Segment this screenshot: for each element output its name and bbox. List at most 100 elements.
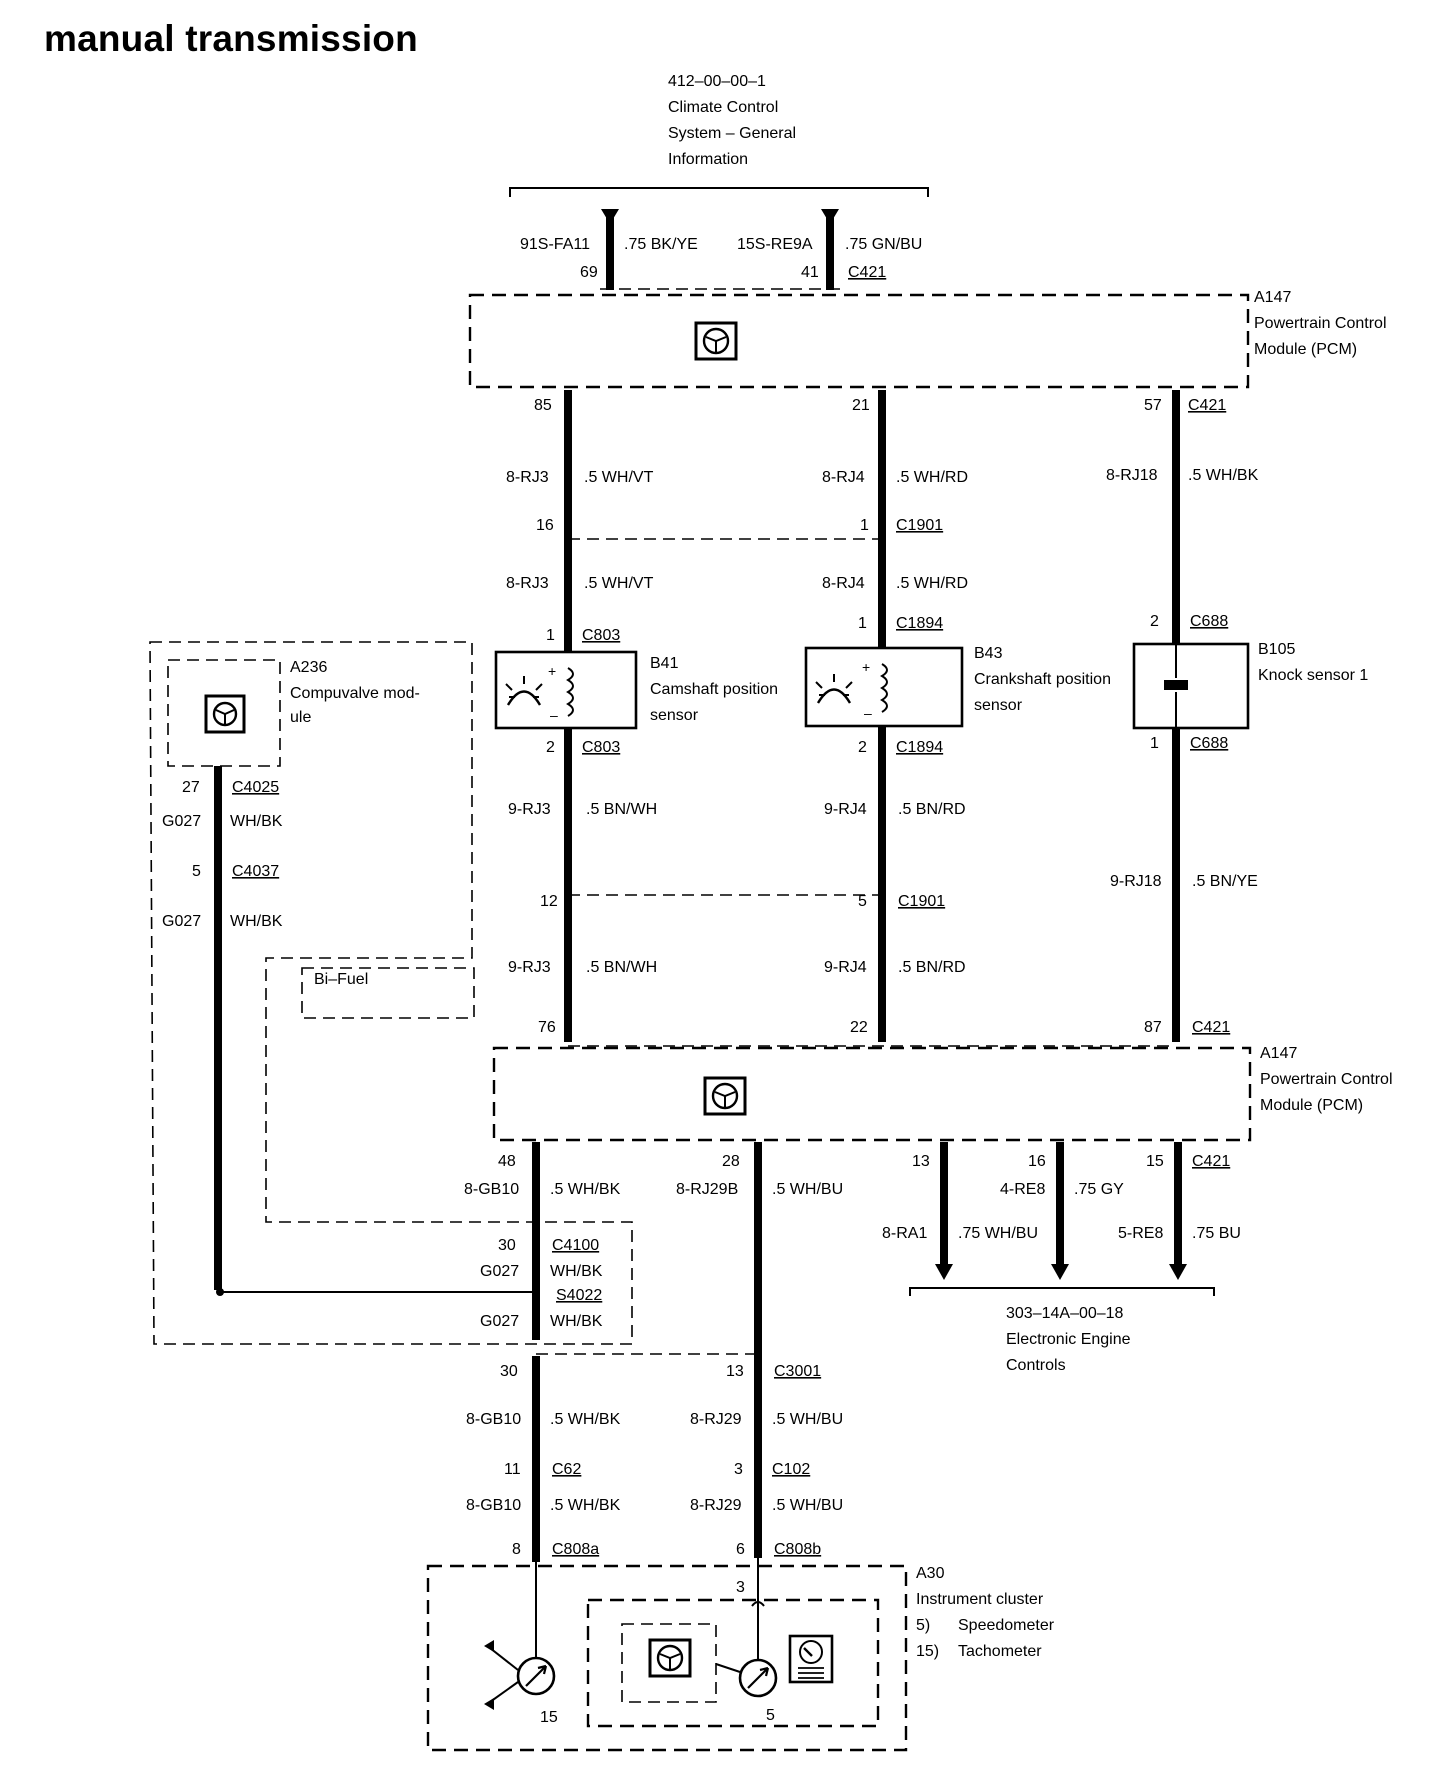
connector-label: C688 bbox=[1190, 735, 1228, 752]
connector-label: C1901 bbox=[896, 517, 943, 534]
pin-label: 85 bbox=[534, 397, 552, 414]
wire-label: .5 WH/BU bbox=[772, 1411, 843, 1428]
pin-label: 16 bbox=[1028, 1153, 1046, 1170]
camshaft-sensor-id: B41 bbox=[650, 655, 679, 672]
pin-marker bbox=[751, 1601, 765, 1607]
pcm-mid-name-1: Powertrain Control bbox=[1260, 1071, 1393, 1088]
pin-label: 27 bbox=[182, 779, 200, 796]
wire-label: .5 WH/BU bbox=[772, 1497, 843, 1514]
camshaft-sensor-name-2: sensor bbox=[650, 707, 699, 724]
pcm-mid-name-2: Module (PCM) bbox=[1260, 1097, 1363, 1114]
wire-label: WH/BK bbox=[550, 1263, 603, 1280]
cluster-item-number: 15) bbox=[916, 1643, 939, 1660]
crankshaft-sensor-name-1: Crankshaft position bbox=[974, 671, 1111, 688]
connector-label: C688 bbox=[1190, 613, 1228, 630]
connector-label: C421 bbox=[1188, 397, 1226, 414]
wire-label: 8-RJ18 bbox=[1106, 467, 1158, 484]
knock-sensor-icon bbox=[1164, 644, 1188, 728]
gauge-icon bbox=[738, 1658, 778, 1698]
arrow-icon bbox=[1051, 1264, 1069, 1280]
wire-label: .75 BU bbox=[1192, 1225, 1241, 1242]
svg-text:–: – bbox=[864, 705, 872, 721]
pin-label: 5 bbox=[192, 863, 201, 880]
gauge-icon bbox=[516, 1656, 556, 1696]
connector-label: C421 bbox=[848, 264, 886, 281]
wire-label: 8-GB10 bbox=[464, 1181, 519, 1198]
ground-arrow-icon bbox=[484, 1640, 494, 1652]
wire-label: 8-RJ4 bbox=[822, 469, 865, 486]
pin-label: 21 bbox=[852, 397, 870, 414]
connector-label: C808b bbox=[774, 1541, 821, 1558]
wire-label: .5 WH/RD bbox=[896, 575, 968, 592]
pin-label: 5 bbox=[766, 1707, 775, 1724]
pin-label: 16 bbox=[536, 517, 554, 534]
connector-label: C808a bbox=[552, 1541, 599, 1558]
climate-ref-line-1: 412–00–00–1 bbox=[668, 73, 766, 90]
wire-label: 4-RE8 bbox=[1000, 1181, 1045, 1198]
connector-label: C4037 bbox=[232, 863, 279, 880]
wire-label: .75 BK/YE bbox=[624, 236, 698, 253]
wire-label: G027 bbox=[480, 1263, 519, 1280]
arrow-icon bbox=[1169, 1264, 1187, 1280]
tacho-link bbox=[715, 1663, 741, 1673]
climate-ref-line-2: Climate Control bbox=[668, 99, 778, 116]
wire-label: 8-RA1 bbox=[882, 1225, 927, 1242]
module-icon bbox=[204, 694, 246, 734]
svg-text:+: + bbox=[548, 663, 556, 679]
connector-label: C3001 bbox=[774, 1363, 821, 1380]
sensor-icon: + – bbox=[815, 659, 888, 721]
cluster-inner bbox=[586, 1598, 880, 1728]
connector-label: S4022 bbox=[556, 1287, 602, 1304]
pin-label: 30 bbox=[498, 1237, 516, 1254]
cluster-module-box bbox=[621, 1623, 717, 1703]
camshaft-sensor-box bbox=[494, 650, 638, 730]
bifuel-box bbox=[301, 967, 475, 1019]
engine-ref-line-1: 303–14A–00–18 bbox=[1006, 1305, 1124, 1322]
pin-label: 28 bbox=[722, 1153, 740, 1170]
climate-ref-bracket bbox=[509, 187, 929, 197]
pin-label: 15 bbox=[1146, 1153, 1164, 1170]
pin-label: 3 bbox=[734, 1461, 743, 1478]
wire-label: G027 bbox=[162, 813, 201, 830]
knock-sensor-id: B105 bbox=[1258, 641, 1295, 658]
wire-label: 8-RJ3 bbox=[506, 469, 549, 486]
pcm-top-name-1: Powertrain Control bbox=[1254, 315, 1387, 332]
wire-label: 8-GB10 bbox=[466, 1497, 521, 1514]
pin-label: 1 bbox=[860, 517, 869, 534]
compuvalve-id: A236 bbox=[290, 659, 327, 676]
bifuel-boundary bbox=[149, 641, 633, 1345]
speedo-lead-upper bbox=[489, 1647, 519, 1671]
pin-label: 3 bbox=[736, 1579, 745, 1596]
pin-label: 87 bbox=[1144, 1019, 1162, 1036]
instrument-cluster bbox=[426, 1564, 908, 1752]
wire-label: 9-RJ4 bbox=[824, 959, 867, 976]
connector-label: C803 bbox=[582, 739, 620, 756]
engine-ref-line-2: Electronic Engine bbox=[1006, 1331, 1131, 1348]
wire-label: .5 WH/VT bbox=[584, 469, 654, 486]
pin-label: 5 bbox=[858, 893, 867, 910]
connector-label: C421 bbox=[1192, 1153, 1230, 1170]
pcm-top-module bbox=[468, 293, 1250, 389]
wire-label: .5 WH/BK bbox=[1188, 467, 1259, 484]
connector-label: C4100 bbox=[552, 1237, 599, 1254]
speedo-lead-lower bbox=[489, 1681, 519, 1703]
wire-label: 9-RJ3 bbox=[508, 959, 551, 976]
climate-control-reference: 412–00–00–1 Climate Control System – Gen… bbox=[509, 73, 929, 197]
cluster-id: A30 bbox=[916, 1565, 945, 1582]
ground-arrow-icon bbox=[484, 1698, 494, 1710]
pin-label: 57 bbox=[1144, 397, 1162, 414]
connector-label: C421 bbox=[1192, 1019, 1230, 1036]
pcm-mid-module bbox=[492, 1046, 1252, 1142]
climate-ref-line-3: System – General bbox=[668, 125, 796, 142]
crankshaft-sensor-name-2: sensor bbox=[974, 697, 1023, 714]
wire-label: .5 BN/YE bbox=[1192, 873, 1258, 890]
pin-label: 13 bbox=[726, 1363, 744, 1380]
connector-label: C62 bbox=[552, 1461, 581, 1478]
wire-label: 9-RJ3 bbox=[508, 801, 551, 818]
wire-label: 15S-RE9A bbox=[737, 236, 813, 253]
connector-label: C4025 bbox=[232, 779, 279, 796]
wire-label: WH/BK bbox=[230, 913, 283, 930]
connector-label: C1901 bbox=[898, 893, 945, 910]
module-icon bbox=[703, 1076, 747, 1116]
